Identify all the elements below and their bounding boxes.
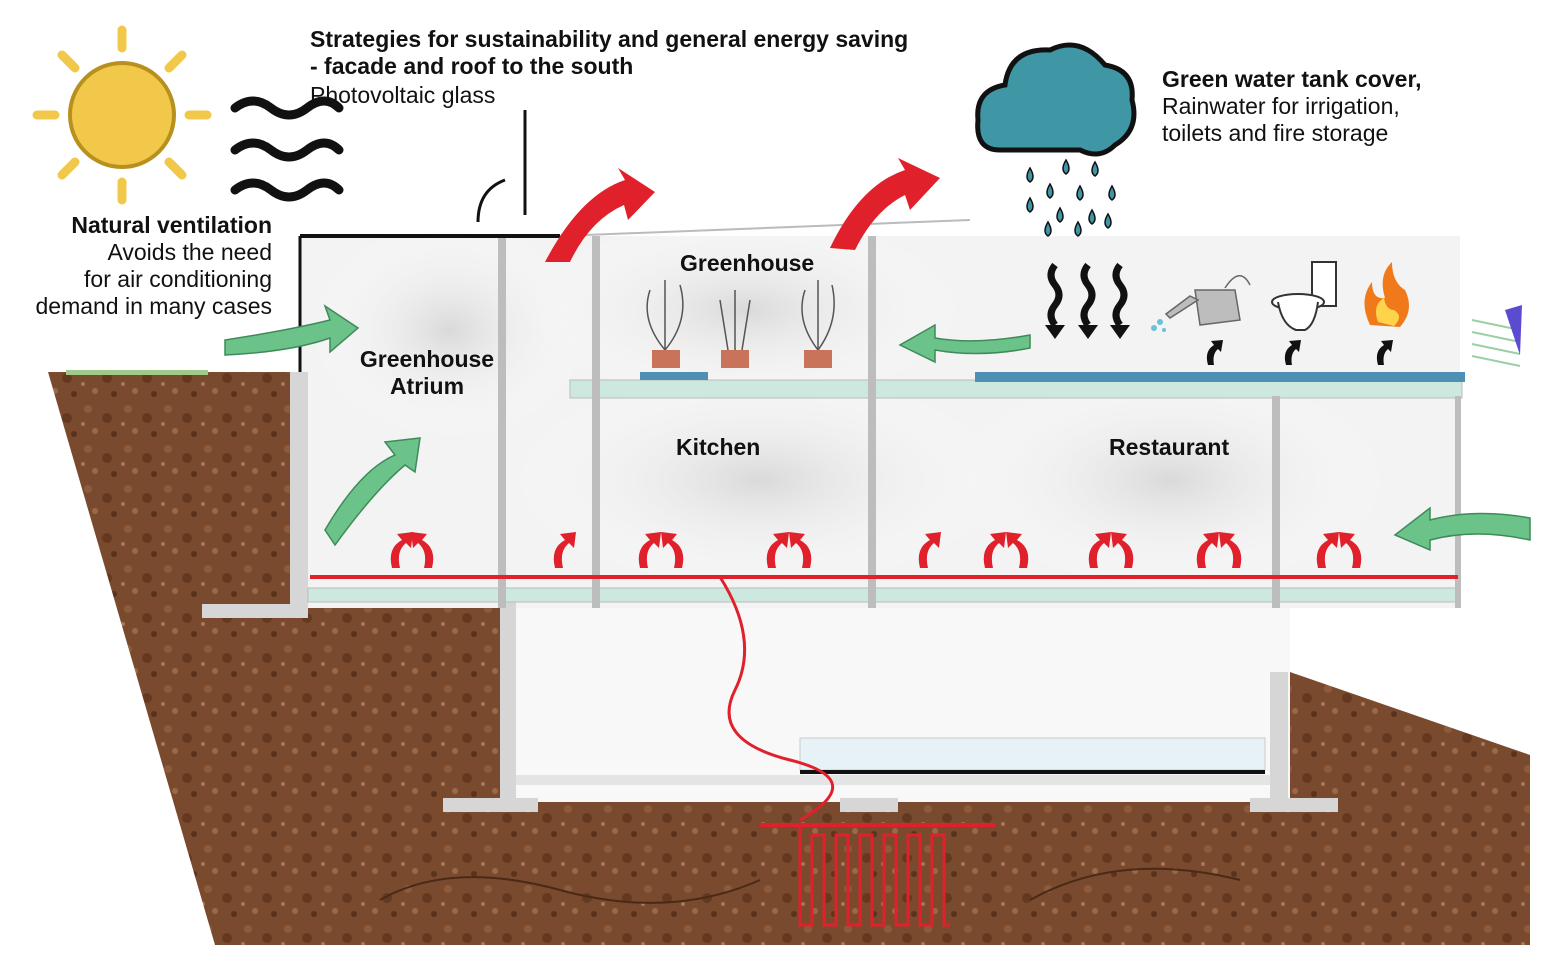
fresh-air-arrows: [224, 304, 1531, 552]
strategies-title-line1: Strategies for sustainability and genera…: [310, 26, 909, 52]
ventilation-label: Natural ventilation Avoids the need for …: [30, 212, 272, 320]
soil-crack: [379, 867, 1241, 904]
wind-icon: [230, 96, 344, 202]
atrium-line1: Greenhouse: [359, 346, 495, 372]
greenhouse-label: Greenhouse: [680, 250, 815, 276]
supply-arrows: [1206, 340, 1393, 365]
sun-icon: [32, 25, 212, 205]
wind-turbine-icon: [476, 110, 527, 223]
fire-icon: [1364, 262, 1409, 327]
rain-cloud-icon: [975, 42, 1137, 237]
water-tank-label: Green water tank cover, Rainwater for ir…: [1162, 66, 1422, 147]
ventilation-title: Natural ventilation: [71, 212, 272, 238]
heat-rise-arrows: [390, 532, 1362, 568]
greenhouse-atrium-label: Greenhouse Atrium: [350, 346, 504, 400]
ventilation-line3: demand in many cases: [35, 293, 272, 319]
facade-louvres: [1471, 319, 1521, 367]
water-tank-line1: Rainwater for irrigation,: [1162, 93, 1400, 119]
soil-ground: [48, 372, 1530, 945]
heat-exhaust-arrows: [545, 158, 940, 262]
water-tank-title: Green water tank cover,: [1162, 66, 1422, 92]
ventilation-line2: for air conditioning: [84, 266, 272, 292]
strategies-title-line2: - facade and roof to the south: [310, 53, 634, 79]
grass-strip-left: [66, 370, 208, 375]
photovoltaic-label: Photovoltaic glass: [310, 82, 496, 108]
atrium-line2: Atrium: [389, 373, 465, 399]
geothermal-coil: [798, 825, 950, 927]
water-tank-line2: toilets and fire storage: [1162, 120, 1389, 146]
kitchen-label: Kitchen: [676, 434, 761, 460]
ventilation-line1: Avoids the need: [107, 239, 272, 265]
rainwater-arrows: [1047, 262, 1128, 328]
restaurant-label: Restaurant: [1109, 434, 1230, 460]
toilet-icon: [1271, 261, 1337, 331]
strategies-title: Strategies for sustainability and genera…: [310, 26, 908, 80]
plant-icon: [646, 280, 835, 351]
watering-can-icon: [1164, 275, 1251, 326]
